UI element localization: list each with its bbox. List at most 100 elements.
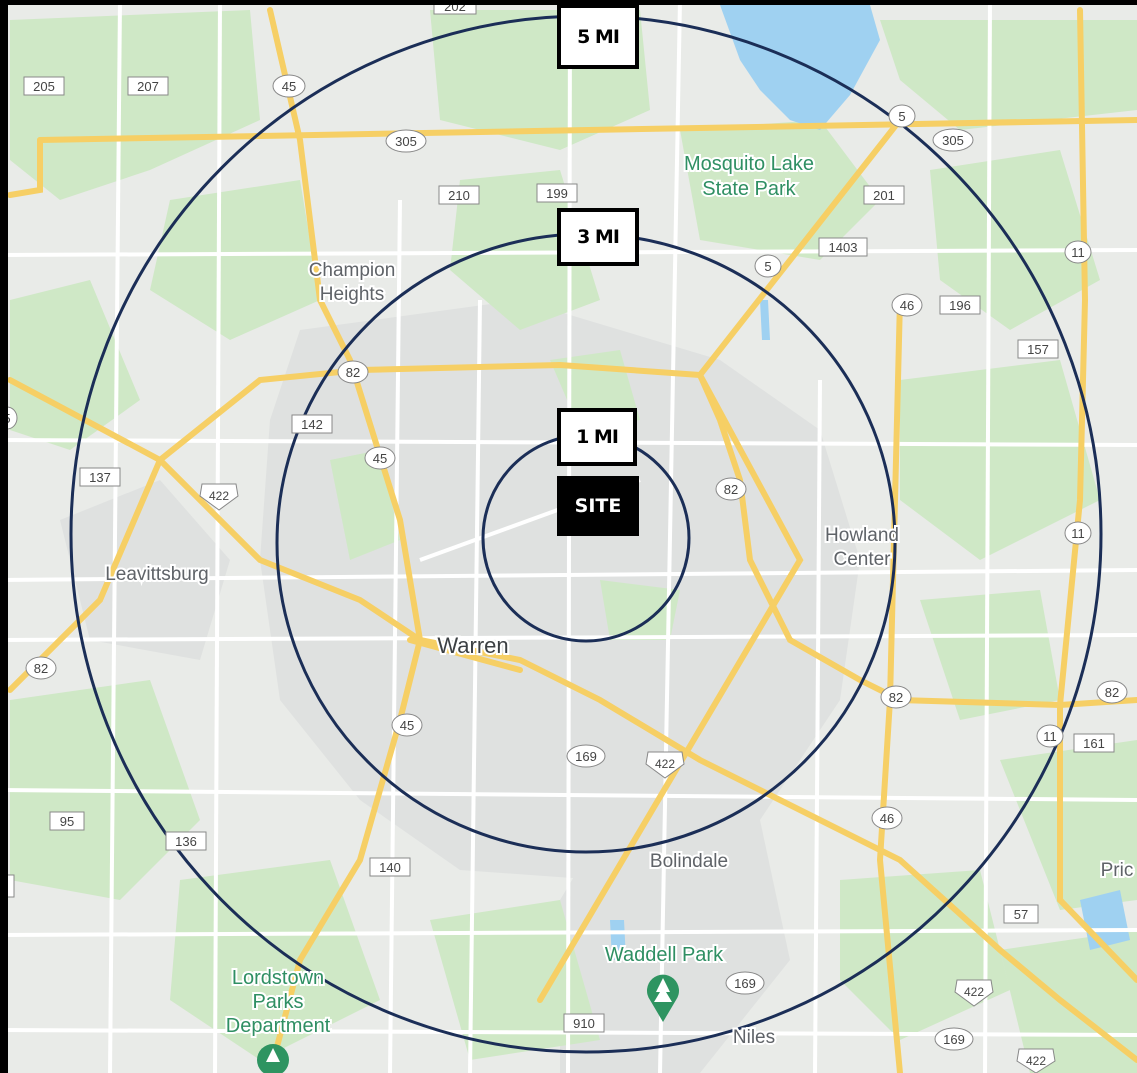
svg-text:305: 305 xyxy=(942,133,964,148)
svg-text:169: 169 xyxy=(943,1032,965,1047)
shield-422-west: 422 xyxy=(199,483,239,511)
shield-11-north: 11 xyxy=(1064,240,1092,264)
label-champion-1: Champion xyxy=(309,260,396,281)
shield-201: 201 xyxy=(863,185,905,205)
svg-text:45: 45 xyxy=(282,79,296,94)
ring-label-5mi: 5 MI xyxy=(557,4,639,69)
shield-157: 157 xyxy=(1017,339,1059,359)
svg-text:82: 82 xyxy=(34,661,48,676)
shield-137: 137 xyxy=(79,467,121,487)
svg-text:57: 57 xyxy=(1014,907,1028,922)
svg-text:45: 45 xyxy=(373,451,387,466)
shield-45-north: 45 xyxy=(272,74,306,98)
shield-82-nw: 82 xyxy=(337,360,369,384)
shield-11-mid: 11 xyxy=(1064,521,1092,545)
shield-45-mid: 45 xyxy=(364,446,396,470)
svg-text:46: 46 xyxy=(880,811,894,826)
shield-45-south: 45 xyxy=(391,713,423,737)
shield-1403: 1403 xyxy=(818,237,868,257)
svg-text:422: 422 xyxy=(1026,1054,1046,1068)
label-mosquito-1: Mosquito Lake xyxy=(684,153,814,175)
ring-label-1mi: 1 MI xyxy=(557,408,637,466)
shield-169-b: 169 xyxy=(725,971,765,995)
shield-140: 140 xyxy=(369,857,411,877)
shield-82-e: 82 xyxy=(1096,680,1128,704)
shield-210: 210 xyxy=(438,185,480,205)
svg-text:169: 169 xyxy=(734,976,756,991)
svg-text:169: 169 xyxy=(575,749,597,764)
svg-text:5: 5 xyxy=(764,259,771,274)
svg-text:422: 422 xyxy=(655,757,675,771)
shield-82-w: 82 xyxy=(25,656,57,680)
svg-text:161: 161 xyxy=(1083,736,1105,751)
svg-text:11: 11 xyxy=(1071,245,1085,260)
shield-169-c: 169 xyxy=(934,1027,974,1051)
shield-142: 142 xyxy=(291,414,333,434)
shield-95: 95 xyxy=(49,811,85,831)
shield-422-mid: 422 xyxy=(645,751,685,779)
svg-text:422: 422 xyxy=(964,985,984,999)
svg-text:95: 95 xyxy=(60,814,74,829)
svg-text:207: 207 xyxy=(137,79,159,94)
label-mosquito-2: State Park xyxy=(702,178,796,200)
label-bolindale: Bolindale xyxy=(650,851,728,872)
shield-5-west: 5 xyxy=(0,406,18,430)
svg-text:11: 11 xyxy=(1043,729,1057,744)
shield-161: 161 xyxy=(1073,733,1115,753)
shield-11-south: 11 xyxy=(1036,724,1064,748)
shield-82-se: 82 xyxy=(880,685,912,709)
shield-305-west: 305 xyxy=(385,129,427,153)
shield-169-a: 169 xyxy=(566,744,606,768)
shield-199: 199 xyxy=(536,183,578,203)
svg-text:157: 157 xyxy=(1027,342,1049,357)
label-champion-2: Heights xyxy=(320,284,384,305)
svg-text:202: 202 xyxy=(444,0,466,14)
svg-text:46: 46 xyxy=(900,298,914,313)
label-pric: Pric xyxy=(1101,860,1134,881)
park-marker-waddell[interactable] xyxy=(647,974,679,1022)
label-niles: Niles xyxy=(733,1027,775,1048)
svg-text:142: 142 xyxy=(301,417,323,432)
svg-text:422: 422 xyxy=(209,489,229,503)
highways xyxy=(7,7,1137,1073)
shield-57: 57 xyxy=(1003,904,1039,924)
shield-207: 207 xyxy=(127,76,169,96)
route-shields-rect: 202 205 207 210 199 201 1403 196 157 142… xyxy=(23,0,1115,1033)
edge-box xyxy=(0,874,15,898)
label-howland-2: Center xyxy=(833,549,891,570)
shield-202: 202 xyxy=(433,0,477,15)
shield-422-s: 422 xyxy=(1016,1048,1056,1073)
svg-text:305: 305 xyxy=(395,134,417,149)
svg-text:82: 82 xyxy=(346,365,360,380)
ring-label-3mi: 3 MI xyxy=(557,208,639,266)
svg-text:1403: 1403 xyxy=(829,240,858,255)
route-shields-us: 422 422 422 422 xyxy=(199,483,1056,1073)
svg-text:45: 45 xyxy=(400,718,414,733)
svg-text:201: 201 xyxy=(873,188,895,203)
park-marker-lordstown[interactable] xyxy=(257,1044,289,1073)
svg-text:11: 11 xyxy=(1071,526,1085,541)
svg-text:5: 5 xyxy=(898,109,905,124)
shield-305-east: 305 xyxy=(932,128,974,152)
svg-text:199: 199 xyxy=(546,186,568,201)
site-marker[interactable]: SITE xyxy=(557,476,639,536)
route-shields-oval: 45 305 305 5 5 11 11 11 46 46 82 82 82 8… xyxy=(0,74,1128,1051)
shield-422-se: 422 xyxy=(954,979,994,1007)
svg-text:137: 137 xyxy=(89,470,111,485)
label-howland-1: Howland xyxy=(825,525,899,546)
svg-text:136: 136 xyxy=(175,834,197,849)
shield-82-ne: 82 xyxy=(715,477,747,501)
svg-text:5: 5 xyxy=(3,411,10,426)
shield-196: 196 xyxy=(939,295,981,315)
label-warren: Warren xyxy=(437,633,508,658)
label-lordstown-2: Parks xyxy=(252,991,303,1013)
shield-46-north: 46 xyxy=(891,293,923,317)
svg-text:82: 82 xyxy=(1105,685,1119,700)
shield-205: 205 xyxy=(23,76,65,96)
svg-text:82: 82 xyxy=(724,482,738,497)
svg-text:82: 82 xyxy=(889,690,903,705)
shield-136: 136 xyxy=(165,831,207,851)
svg-text:210: 210 xyxy=(448,188,470,203)
svg-text:910: 910 xyxy=(573,1016,595,1031)
